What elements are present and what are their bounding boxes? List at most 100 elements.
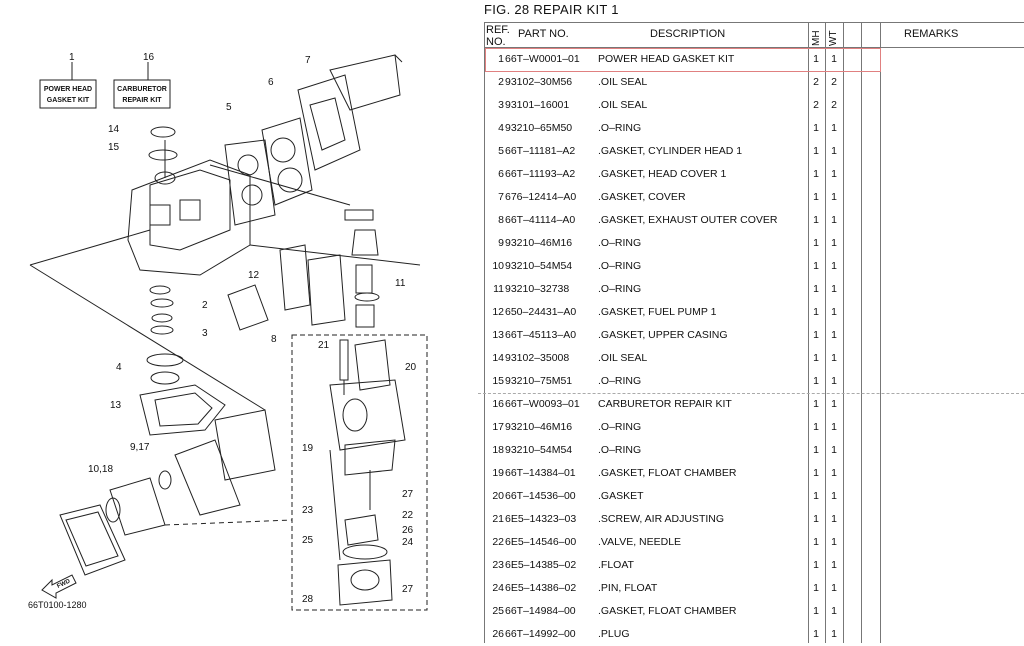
ref-no: 9	[498, 237, 504, 249]
part-no: 66T–45113–A0	[505, 329, 577, 341]
part-no: 66T–14984–00	[505, 605, 576, 617]
description: POWER HEAD GASKET KIT	[598, 53, 735, 65]
ref-no: 19	[492, 467, 504, 479]
kit-label-16-line2: REPAIR KIT	[122, 97, 162, 104]
o-ring-9-17	[158, 470, 172, 490]
qty-mh: 1	[813, 467, 819, 479]
part-no: 66T–14536–00	[505, 490, 576, 502]
diagram-code: 66T0100-1280	[28, 600, 87, 610]
part-no: 93210–32738	[505, 283, 570, 295]
description: .O–RING	[598, 237, 642, 249]
qty-mh: 1	[813, 352, 819, 364]
qty-wt: 2	[831, 76, 837, 88]
callout-11: 11	[395, 278, 406, 289]
part-no: 93210–65M50	[505, 122, 573, 134]
part-no: 93101–16001	[505, 99, 570, 111]
part-no: 66T–14384–01	[505, 467, 576, 479]
header-ref: REF.	[486, 24, 510, 36]
description: .GASKET, FLOAT CHAMBER	[598, 467, 737, 479]
header-wt: WT	[828, 30, 839, 46]
qty-mh: 1	[813, 237, 819, 249]
o-ring-10-18	[105, 497, 121, 523]
crankcase-block	[127, 159, 251, 276]
head-cover-gasket-6	[297, 74, 361, 171]
parts-table: FIG. 28 REPAIR KIT 1 REF. NO. PART NO. D…	[478, 0, 1024, 643]
ref-no: 15	[492, 375, 504, 387]
header-no: NO.	[486, 36, 506, 48]
o-ring-11	[354, 292, 380, 302]
callout-22: 22	[402, 510, 414, 521]
ref-no: 2	[498, 76, 504, 88]
ref-no: 26	[492, 628, 504, 640]
description: .O–RING	[598, 421, 642, 433]
callout-27b: 27	[402, 584, 414, 595]
header-mh: MH	[811, 30, 822, 46]
qty-wt: 1	[831, 398, 837, 410]
kit-label-16-line1: CARBURETOR	[117, 86, 167, 93]
callout-9-17: 9,17	[130, 442, 150, 453]
ref-no: 14	[492, 352, 504, 364]
description: .O–RING	[598, 375, 642, 387]
ref-no: 12	[492, 306, 504, 318]
header-description: DESCRIPTION	[650, 28, 726, 40]
qty-wt: 1	[831, 214, 837, 226]
callout-7: 7	[305, 55, 311, 66]
kit-label-1-line2: GASKET KIT	[47, 97, 90, 104]
qty-mh: 1	[813, 628, 819, 640]
description: .O–RING	[598, 444, 642, 456]
part-no: 6E5–14323–03	[505, 513, 577, 525]
qty-wt: 1	[831, 559, 837, 571]
callout-15: 15	[108, 142, 120, 153]
callout-6: 6	[268, 77, 274, 88]
rule	[484, 22, 1024, 23]
qty-wt: 1	[831, 513, 837, 525]
callout-27a: 27	[402, 489, 414, 500]
ref-no: 1	[498, 53, 504, 65]
description: .GASKET, CYLINDER HEAD 1	[598, 145, 743, 157]
cylinder-head-gasket-5	[224, 139, 276, 226]
qty-mh: 1	[813, 283, 819, 295]
qty-mh: 1	[813, 490, 819, 502]
qty-mh: 1	[813, 513, 819, 525]
part-no: 93210–54M54	[505, 444, 573, 456]
qty-wt: 1	[831, 352, 837, 364]
description: .VALVE, NEEDLE	[598, 536, 682, 548]
rule	[808, 22, 809, 643]
fwd-label: FWD	[56, 578, 72, 589]
header-remarks: REMARKS	[904, 28, 959, 40]
ref-no: 24	[492, 582, 504, 594]
qty-mh: 1	[813, 214, 819, 226]
rule	[484, 47, 1024, 48]
qty-wt: 1	[831, 306, 837, 318]
ref-no: 8	[498, 214, 504, 226]
part-no: 676–12414–A0	[505, 191, 577, 203]
part-no: 66T–W0093–01	[505, 398, 580, 410]
callout-16: 16	[143, 52, 155, 63]
callout-14: 14	[108, 124, 120, 135]
qty-wt: 1	[831, 605, 837, 617]
qty-wt: 1	[831, 283, 837, 295]
part-no: 66T–W0001–01	[505, 53, 580, 65]
qty-wt: 1	[831, 53, 837, 65]
callout-10-18: 10,18	[88, 464, 113, 475]
part-no: 66T–41114–A0	[505, 214, 576, 226]
oil-seal-14	[150, 126, 176, 138]
ref-no: 13	[492, 329, 504, 341]
qty-mh: 2	[813, 76, 819, 88]
callout-24: 24	[402, 537, 414, 548]
qty-mh: 1	[813, 375, 819, 387]
callout-23: 23	[302, 505, 314, 516]
